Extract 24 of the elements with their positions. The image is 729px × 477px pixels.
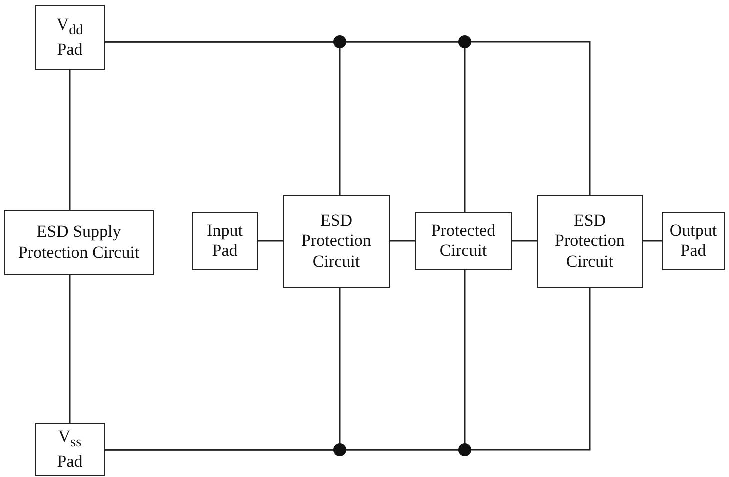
box-label: ESD Protection Circuit [554, 210, 626, 272]
circuit-box [537, 195, 643, 288]
circuit-box [4, 210, 154, 275]
connector-line [643, 240, 662, 242]
circuit-box [192, 212, 258, 270]
circuit-box [35, 5, 105, 70]
connector-line [105, 41, 591, 195]
circuit-box [662, 212, 725, 270]
connector-line [512, 240, 537, 242]
connector-line [69, 275, 71, 423]
circuit-box [415, 212, 512, 270]
box-label: ESD Protection Circuit [300, 210, 372, 272]
connector-line [105, 288, 591, 451]
box-label: Protected Circuit [430, 220, 497, 262]
box-label: V$_{dd}$ Pad [56, 15, 84, 60]
connector-line [258, 240, 283, 242]
box-label: Output Pad [668, 220, 718, 262]
box-label: ESD Supply Protection Circuit [17, 222, 141, 263]
connector-line [69, 70, 71, 210]
box-label: Input Pad [206, 220, 244, 262]
circuit-box [283, 195, 390, 288]
circuit-box [35, 423, 105, 476]
connector-line [390, 240, 415, 242]
box-label: V$_{ss}$ Pad [56, 427, 84, 472]
